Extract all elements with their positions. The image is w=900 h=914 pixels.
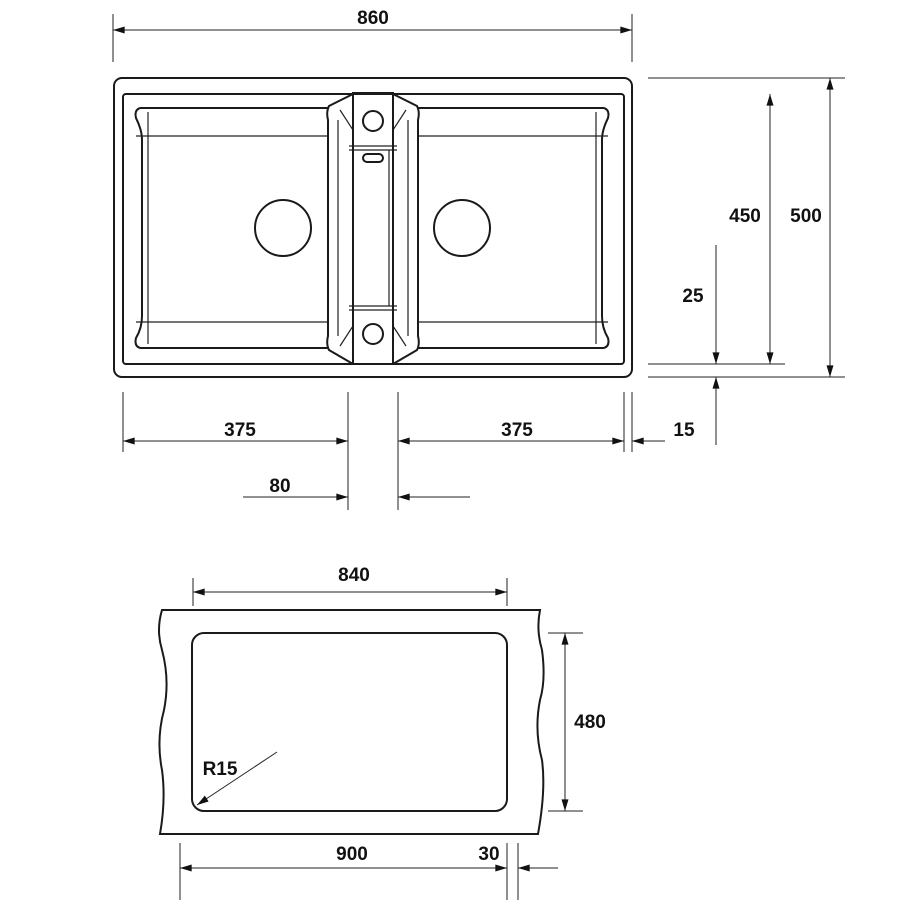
overflow-slot-icon bbox=[362, 153, 384, 163]
overflow-icon bbox=[362, 110, 384, 132]
dim-edge-offset-width: 15 bbox=[673, 420, 695, 441]
dim-divider-width: 80 bbox=[269, 476, 290, 497]
dim-edge-offset-depth: 25 bbox=[682, 286, 704, 307]
dim-left-bowl-width: 375 bbox=[224, 420, 256, 441]
dim-cabinet-width: 900 bbox=[336, 844, 368, 865]
cutout-dimensions: 840 480 R15 900 30 bbox=[179, 565, 606, 900]
dim-right-bowl-width: 375 bbox=[501, 420, 533, 441]
center-divider bbox=[326, 92, 420, 365]
dim-overall-depth: 500 bbox=[790, 206, 822, 227]
cutout-view bbox=[158, 609, 545, 835]
tap-hole-icon bbox=[362, 323, 384, 345]
right-bowl bbox=[418, 107, 610, 349]
cutout-opening bbox=[191, 632, 508, 812]
top-dimensions: 860 500 450 25 375 375 15 80 bbox=[112, 8, 845, 510]
dim-cutout-width: 840 bbox=[338, 565, 370, 586]
dim-corner-radius: R15 bbox=[203, 759, 238, 780]
left-bowl bbox=[134, 107, 329, 349]
countertop bbox=[158, 609, 545, 835]
dim-overall-width: 860 bbox=[357, 8, 389, 29]
right-drain-icon bbox=[433, 199, 491, 257]
dim-cutout-depth: 480 bbox=[574, 712, 606, 733]
sink-top-view bbox=[113, 77, 633, 378]
dim-side-offset: 30 bbox=[478, 844, 499, 865]
dim-bowl-depth: 450 bbox=[729, 206, 761, 227]
sink-outer-rim bbox=[113, 77, 633, 378]
left-drain-icon bbox=[254, 199, 312, 257]
